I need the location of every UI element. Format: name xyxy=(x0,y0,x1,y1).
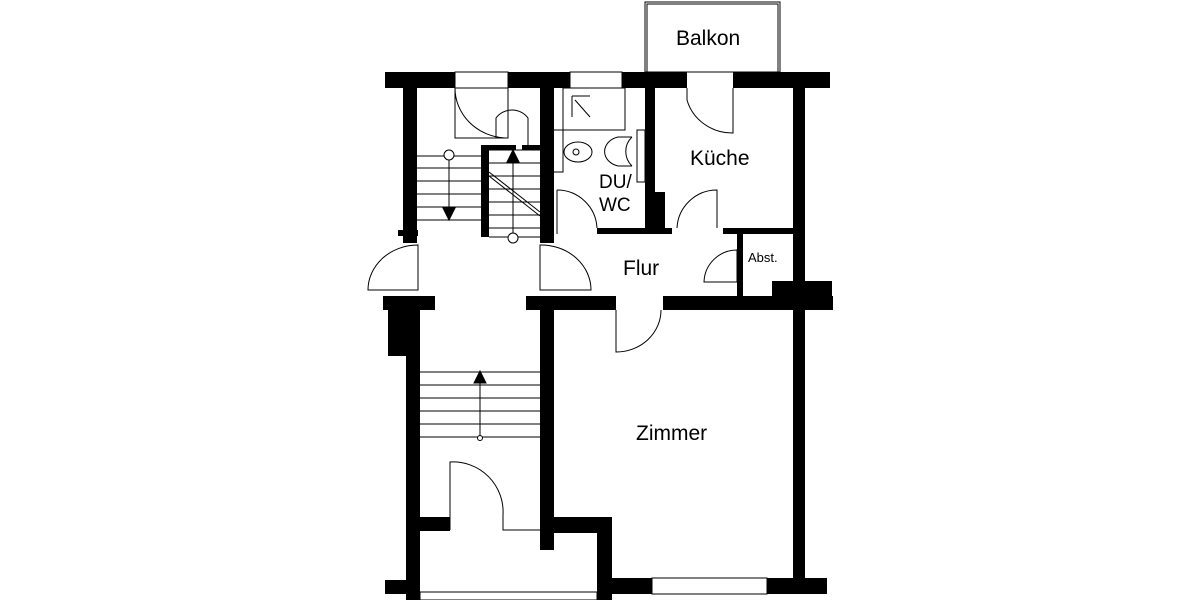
windows xyxy=(419,71,768,600)
label-flur: Flur xyxy=(623,257,660,280)
label-zimmer: Zimmer xyxy=(636,422,708,445)
doors xyxy=(367,87,738,531)
label-abst: Abst. xyxy=(748,250,778,265)
stairs xyxy=(417,148,541,441)
walls xyxy=(383,72,833,600)
balcony xyxy=(644,1,781,73)
label-kueche: Küche xyxy=(690,147,750,170)
label-balkon: Balkon xyxy=(676,27,741,50)
label-duwc-1: DU/ xyxy=(599,172,632,193)
label-duwc-2: WC xyxy=(599,195,631,216)
